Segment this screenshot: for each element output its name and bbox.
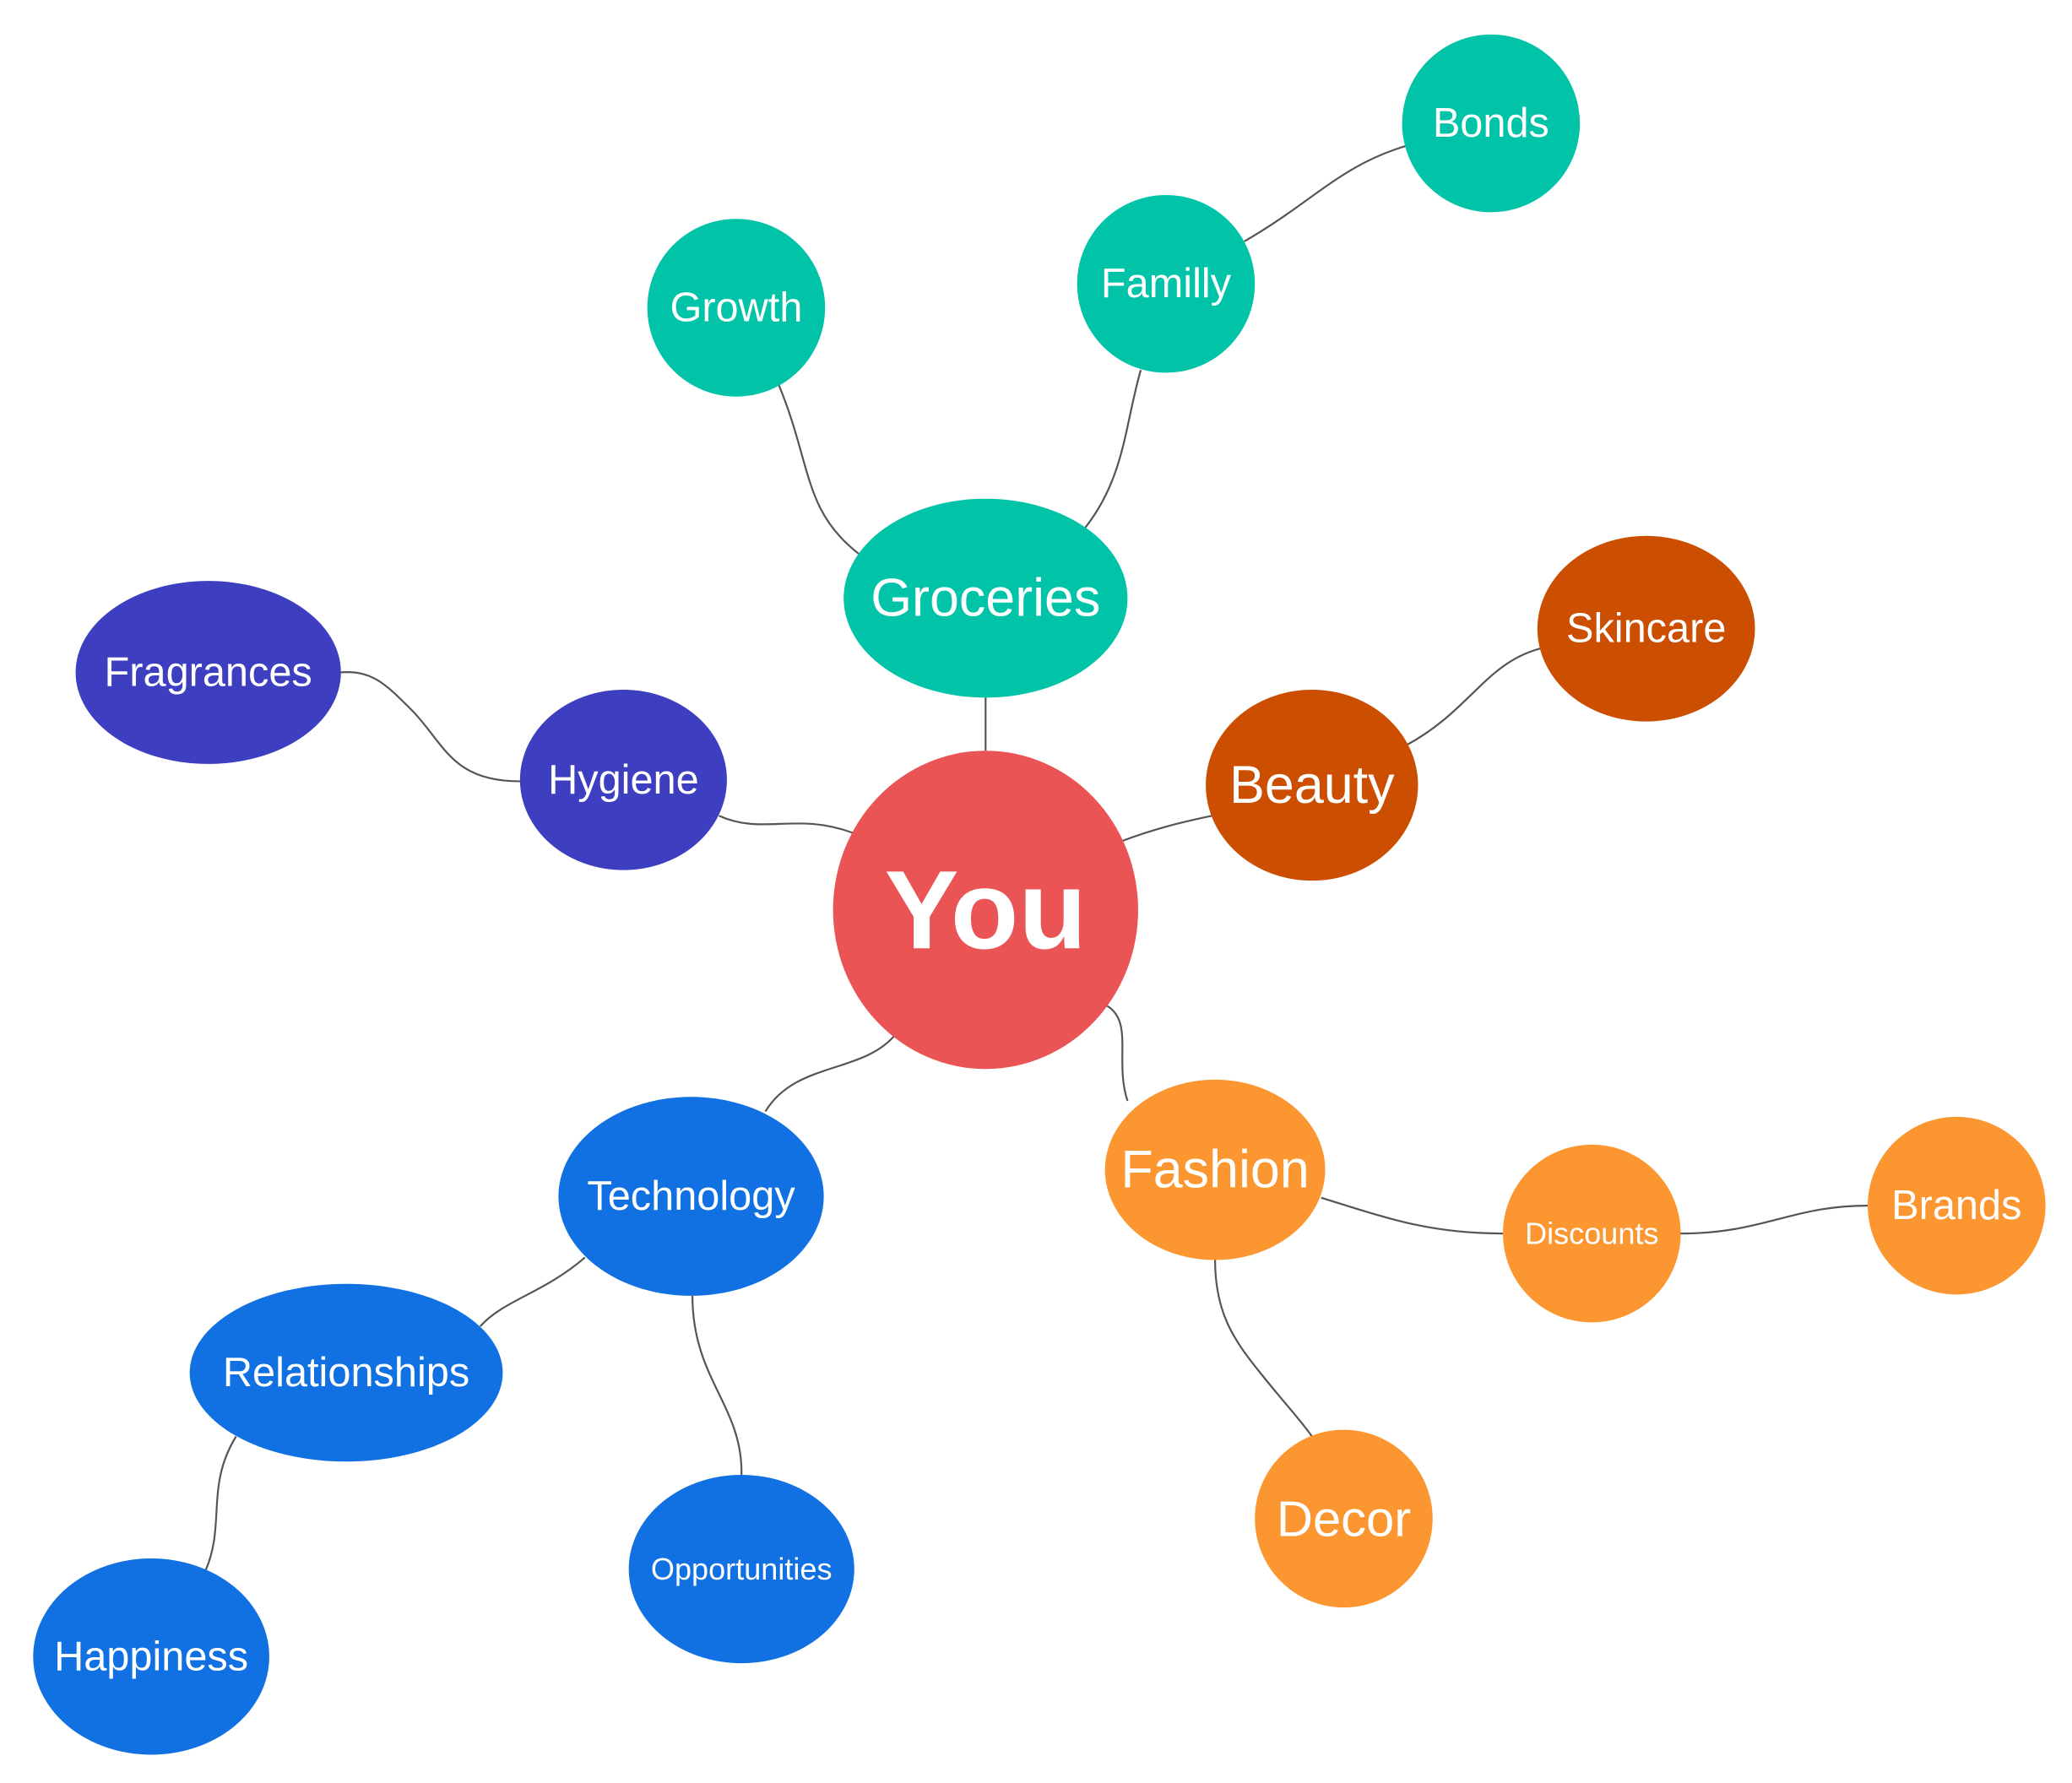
- node-fragrances-bubble: [75, 581, 341, 764]
- node-technology[interactable]: Technology: [558, 1097, 824, 1296]
- connector-relationships-happiness: [204, 1435, 237, 1571]
- node-familly[interactable]: Familly: [1077, 194, 1256, 373]
- node-decor-label: Decor: [1277, 1490, 1411, 1547]
- node-skincare-label: Skincare: [1566, 606, 1726, 652]
- node-opportunities-label: Opportunities: [651, 1552, 833, 1586]
- node-fragrances[interactable]: Fragrances: [75, 581, 341, 764]
- node-familly-label: Familly: [1101, 261, 1232, 306]
- node-brands-bubble: [1868, 1116, 2046, 1295]
- node-discounts-bubble: [1503, 1144, 1681, 1323]
- node-brands-label: Brands: [1891, 1183, 2021, 1228]
- connector-familly-bonds: [1244, 144, 1407, 242]
- connector-you-technology: [764, 1033, 897, 1113]
- connector-you-fashion: [1105, 1004, 1129, 1102]
- node-skincare[interactable]: Skincare: [1537, 535, 1755, 722]
- connectors: [204, 144, 1869, 1571]
- node-growth-bubble: [647, 219, 826, 397]
- node-brands[interactable]: Brands: [1868, 1116, 2046, 1295]
- node-you[interactable]: You: [833, 751, 1138, 1070]
- connector-you-hygiene: [719, 815, 854, 834]
- node-skincare-bubble: [1537, 535, 1755, 722]
- connector-fashion-discounts: [1321, 1196, 1504, 1235]
- node-bonds[interactable]: Bonds: [1402, 34, 1581, 213]
- connector-fashion-decor: [1214, 1260, 1313, 1438]
- connector-beauty-skincare: [1405, 646, 1546, 746]
- node-relationships[interactable]: Relationships: [189, 1283, 503, 1462]
- node-technology-label: Technology: [587, 1173, 795, 1219]
- node-groceries[interactable]: Groceries: [843, 498, 1128, 698]
- node-fashion[interactable]: Fashion: [1104, 1079, 1326, 1260]
- node-relationships-bubble: [189, 1283, 503, 1462]
- node-decor[interactable]: Decor: [1255, 1429, 1433, 1608]
- node-fragrances-label: Fragrances: [105, 650, 312, 696]
- node-fashion-label: Fashion: [1120, 1141, 1309, 1200]
- node-opportunities[interactable]: Opportunities: [628, 1475, 854, 1664]
- node-happiness[interactable]: Happiness: [33, 1558, 269, 1755]
- connector-groceries-growth: [778, 384, 860, 555]
- node-opportunities-bubble: [628, 1475, 854, 1664]
- node-happiness-label: Happiness: [54, 1634, 248, 1679]
- node-relationships-label: Relationships: [223, 1350, 469, 1396]
- node-discounts-label: Discounts: [1525, 1217, 1658, 1251]
- connector-discounts-brands: [1680, 1205, 1869, 1235]
- connector-technology-relationships: [479, 1256, 586, 1327]
- node-you-label: You: [885, 848, 1088, 972]
- node-hygiene[interactable]: Hygiene: [519, 689, 727, 870]
- node-bonds-bubble: [1402, 34, 1581, 213]
- node-growth-label: Growth: [670, 285, 802, 330]
- connector-you-beauty: [1121, 815, 1213, 843]
- node-beauty-bubble: [1206, 689, 1418, 881]
- connector-technology-opportunities: [692, 1295, 743, 1476]
- node-groceries-label: Groceries: [871, 569, 1100, 628]
- node-familly-bubble: [1077, 194, 1256, 373]
- node-you-bubble: [833, 751, 1138, 1070]
- node-beauty[interactable]: Beauty: [1206, 689, 1418, 881]
- node-bonds-label: Bonds: [1433, 100, 1549, 146]
- node-discounts[interactable]: Discounts: [1503, 1144, 1681, 1323]
- node-hygiene-bubble: [519, 689, 727, 870]
- node-groceries-bubble: [843, 498, 1128, 698]
- node-technology-bubble: [558, 1097, 824, 1296]
- node-hygiene-label: Hygiene: [548, 757, 699, 803]
- node-growth[interactable]: Growth: [647, 219, 826, 397]
- node-fashion-bubble: [1104, 1079, 1326, 1260]
- node-beauty-label: Beauty: [1229, 756, 1395, 815]
- node-decor-bubble: [1255, 1429, 1433, 1608]
- node-happiness-bubble: [33, 1558, 269, 1755]
- connector-groceries-familly: [1084, 369, 1142, 528]
- connector-hygiene-fragrances: [339, 671, 523, 783]
